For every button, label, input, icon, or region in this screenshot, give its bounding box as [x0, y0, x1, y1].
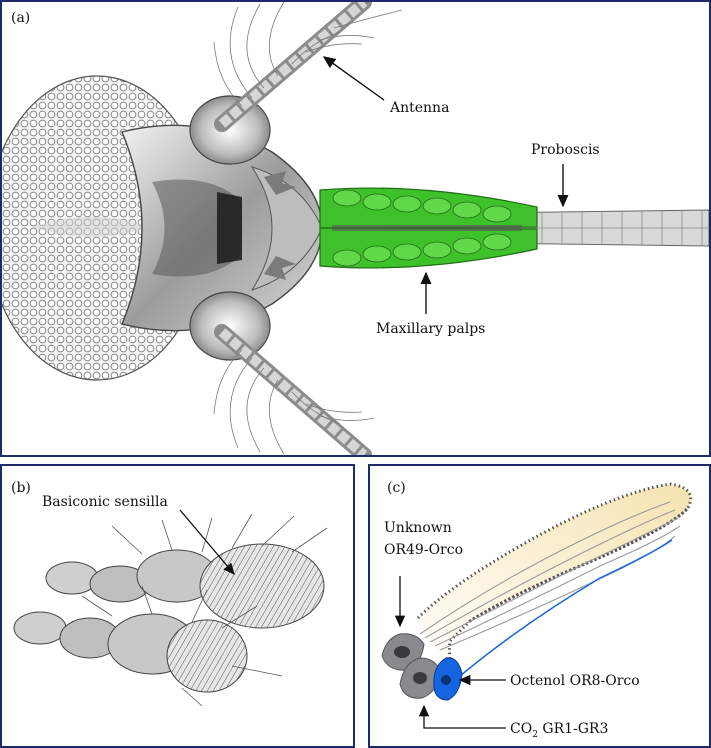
panel-b: (b): [0, 464, 355, 748]
panel-a-label: (a): [11, 10, 31, 26]
co2-label: CO2 GR1-GR3: [510, 721, 608, 740]
maxillary-palp-illustration: Basiconic sensilla: [13, 494, 328, 707]
antenna-socket-upper: [189, 95, 271, 165]
basiconic-label: Basiconic sensilla: [42, 494, 168, 510]
co2-arrow: [418, 704, 506, 729]
panel-c-label: (c): [387, 480, 406, 496]
sensillum-peg: [416, 482, 693, 679]
maxillary-palps: [319, 187, 538, 269]
unknown-label-line1: Unknown: [384, 520, 452, 536]
panel-b-label: (b): [11, 480, 31, 496]
antenna-arrow: [322, 56, 385, 101]
co2-receptor: GR1-GR3: [538, 721, 608, 737]
panel-c: (c): [368, 464, 711, 748]
palp-lower: [13, 585, 283, 707]
mosquito-head-illustration: Antenna Proboscis Maxillary palps: [2, 2, 709, 455]
dendrites: [419, 501, 681, 677]
antenna-label: Antenna: [389, 100, 449, 116]
antenna-upper: [213, 2, 403, 132]
unknown-label-line2: OR49-Orco: [384, 542, 463, 558]
co2-subscript: 2: [532, 730, 538, 740]
antenna-socket-lower: [189, 291, 271, 361]
maxillary-palps-label: Maxillary palps: [376, 321, 485, 337]
palp-upper: [45, 513, 328, 629]
antenna-lower: [213, 324, 375, 455]
co2-main: CO: [510, 721, 532, 737]
octenol-label: Octenol OR8-Orco: [510, 673, 640, 689]
basiconic-arrow: [179, 509, 235, 575]
neuron-octenol: [433, 657, 463, 701]
proboscis-label: Proboscis: [531, 142, 600, 158]
head-capsule: [121, 124, 323, 332]
sensillum-diagram: Unknown OR49-Orco Octenol OR8-Orco CO2 G…: [381, 482, 693, 740]
panel-a: (a): [0, 0, 711, 457]
